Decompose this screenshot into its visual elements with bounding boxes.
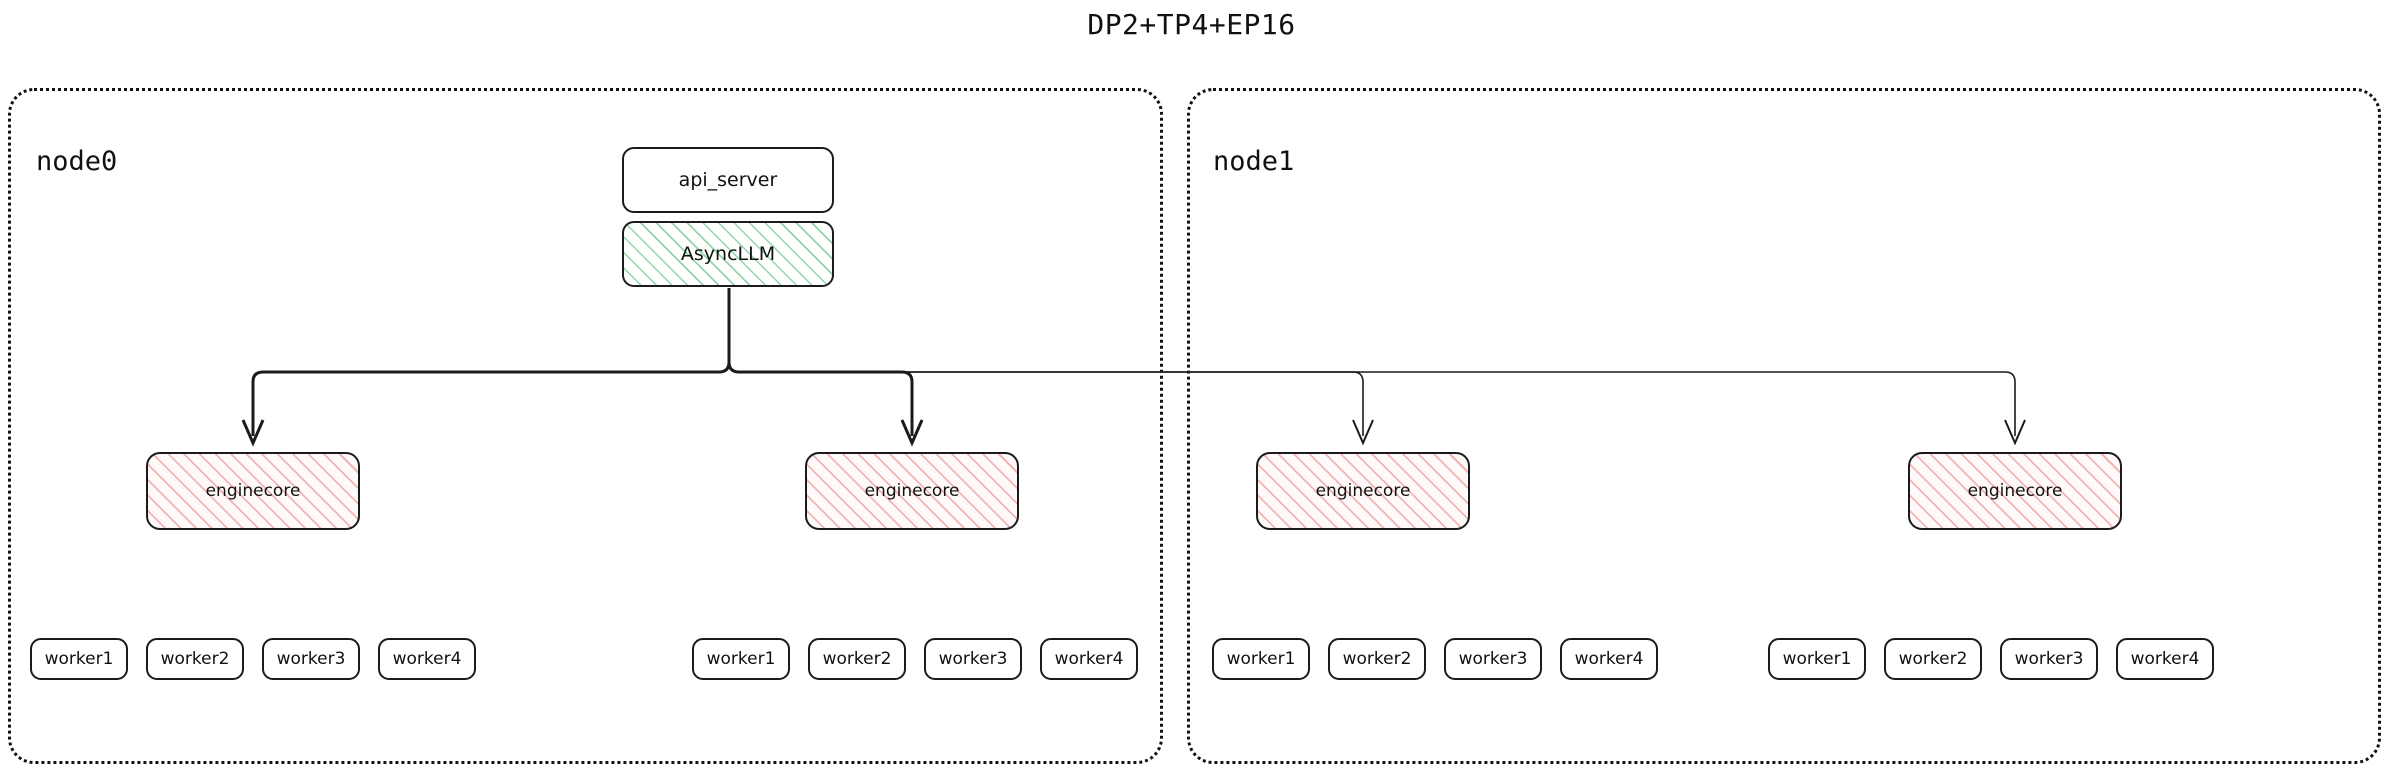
enginecore-box-1[interactable]: enginecore — [805, 452, 1019, 530]
worker-box[interactable]: worker1 — [1768, 638, 1866, 680]
worker-box[interactable]: worker1 — [692, 638, 790, 680]
enginecore-label: enginecore — [864, 480, 960, 501]
node-label-node0: node0 — [36, 146, 118, 177]
api-server-box[interactable]: api_server — [622, 147, 834, 213]
enginecore-label: enginecore — [1315, 480, 1411, 501]
page-title: DP2+TP4+EP16 — [1087, 8, 1296, 41]
worker-box[interactable]: worker2 — [1884, 638, 1982, 680]
worker-box[interactable]: worker1 — [30, 638, 128, 680]
worker-box[interactable]: worker2 — [1328, 638, 1426, 680]
node-label-node1: node1 — [1213, 146, 1295, 177]
enginecore-label: enginecore — [205, 480, 301, 501]
enginecore-box-2[interactable]: enginecore — [1256, 452, 1470, 530]
worker-group-2: worker1 worker2 worker3 worker4 — [1212, 638, 1658, 680]
worker-label: worker1 — [1226, 648, 1296, 669]
worker-label: worker3 — [2014, 648, 2084, 669]
worker-label: worker2 — [822, 648, 892, 669]
worker-label: worker2 — [160, 648, 230, 669]
worker-box[interactable]: worker3 — [1444, 638, 1542, 680]
enginecore-box-3[interactable]: enginecore — [1908, 452, 2122, 530]
worker-group-3: worker1 worker2 worker3 worker4 — [1768, 638, 2214, 680]
worker-label: worker2 — [1898, 648, 1968, 669]
worker-label: worker1 — [1782, 648, 1852, 669]
enginecore-box-0[interactable]: enginecore — [146, 452, 360, 530]
worker-label: worker4 — [2130, 648, 2200, 669]
worker-box[interactable]: worker4 — [2116, 638, 2214, 680]
worker-label: worker1 — [706, 648, 776, 669]
worker-label: worker1 — [44, 648, 114, 669]
api-server-label: api_server — [678, 168, 778, 191]
worker-label: worker3 — [1458, 648, 1528, 669]
worker-box[interactable]: worker4 — [1040, 638, 1138, 680]
worker-group-1: worker1 worker2 worker3 worker4 — [692, 638, 1138, 680]
worker-box[interactable]: worker4 — [1560, 638, 1658, 680]
worker-box[interactable]: worker1 — [1212, 638, 1310, 680]
worker-label: worker2 — [1342, 648, 1412, 669]
worker-label: worker4 — [1574, 648, 1644, 669]
worker-label: worker3 — [938, 648, 1008, 669]
async-llm-label: AsyncLLM — [680, 242, 776, 265]
worker-box[interactable]: worker4 — [378, 638, 476, 680]
worker-box[interactable]: worker3 — [2000, 638, 2098, 680]
async-llm-box[interactable]: AsyncLLM — [622, 221, 834, 287]
worker-box[interactable]: worker2 — [146, 638, 244, 680]
worker-box[interactable]: worker3 — [262, 638, 360, 680]
worker-label: worker3 — [276, 648, 346, 669]
worker-label: worker4 — [392, 648, 462, 669]
worker-box[interactable]: worker3 — [924, 638, 1022, 680]
worker-label: worker4 — [1054, 648, 1124, 669]
worker-group-0: worker1 worker2 worker3 worker4 — [30, 638, 476, 680]
enginecore-label: enginecore — [1967, 480, 2063, 501]
worker-box[interactable]: worker2 — [808, 638, 906, 680]
